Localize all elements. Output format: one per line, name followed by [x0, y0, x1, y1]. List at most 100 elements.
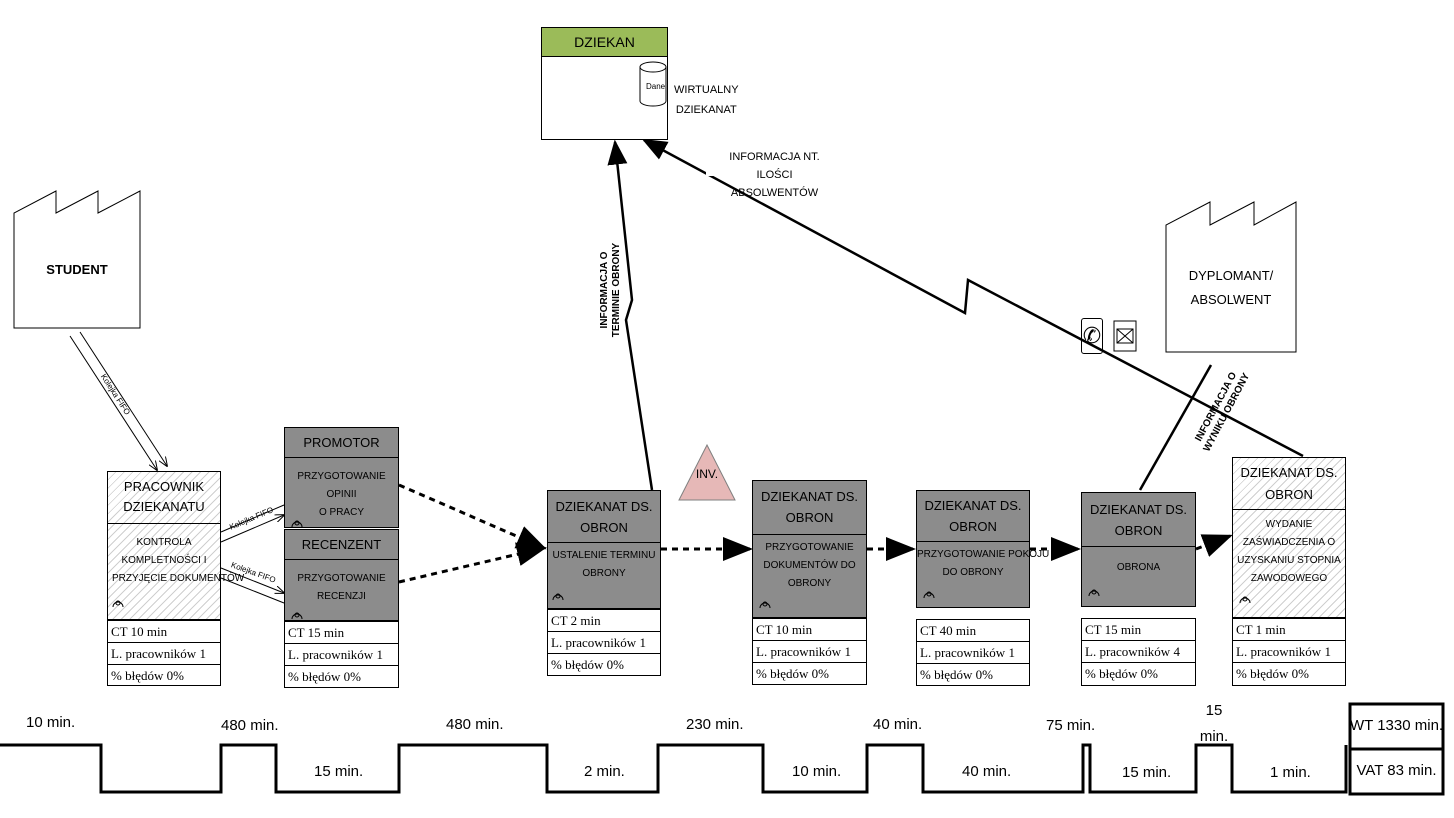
- timeline-wait-4: 230 min.: [686, 716, 744, 733]
- timeline-process-3: 10 min.: [792, 763, 842, 780]
- database-icon: [639, 61, 667, 107]
- process-6-body-line2: DO OBRONY: [942, 567, 1004, 578]
- process-8-workers: L. pracowników 1: [1233, 641, 1345, 663]
- process-5-body-line2: DOKUMENTÓW DO: [763, 560, 856, 571]
- process-7-data: CT 15 min L. pracowników 4 % błędów 0%: [1081, 618, 1196, 686]
- recenzent-header: RECENZENT: [285, 530, 398, 560]
- timeline-process-6: 1 min.: [1270, 764, 1311, 781]
- timeline-ladder: [0, 743, 1348, 794]
- process-6-workers: L. pracowników 1: [917, 642, 1029, 664]
- process-6-body-line1: PRZYGOTOWANIE POKOJU: [917, 549, 1050, 560]
- process-1-body-line3: PRZYJĘCIE DOKUMENTÓW: [112, 573, 245, 584]
- process-1-header-line2: DZIEKANATU: [123, 499, 205, 514]
- process-7-ct: CT 15 min: [1082, 619, 1195, 641]
- push-arrow-recenzent: [398, 542, 547, 584]
- timeline-wait-6: 75 min.: [1046, 717, 1096, 734]
- process-8-errors: % błędów 0%: [1236, 666, 1309, 681]
- phone-icon: ✆: [1081, 318, 1103, 354]
- process-box-6: DZIEKANAT DS. OBRON PRZYGOTOWANIE POKOJU…: [916, 490, 1050, 608]
- process-box-1: PRACOWNIK DZIEKANATU KONTROLA KOMPLETNOŚ…: [107, 471, 245, 620]
- graduate-label: DYPLOMANT/ ABSOLWENT: [1188, 268, 1274, 307]
- process-box-7: DZIEKANAT DS. OBRON OBRONA: [1081, 492, 1196, 607]
- process-1-data: CT 10 min L. pracowników 1 % błędów 0%: [107, 620, 221, 686]
- process-5-header-line1: DZIEKANAT DS.: [760, 489, 859, 504]
- process-1-errors: % błędów 0%: [111, 668, 184, 683]
- process-5-header-line2: OBRON: [785, 510, 834, 525]
- timeline-process-4: 40 min.: [962, 763, 1012, 780]
- student-factory-icon: [13, 190, 141, 329]
- timeline-wait-2: 480 min.: [221, 717, 279, 734]
- process-1-ct: CT 10 min: [108, 621, 220, 643]
- process-recenzent-data: CT 15 min L. pracowników 1 % błędów 0%: [284, 621, 399, 688]
- process-7-body-line1: OBRONA: [1116, 562, 1161, 573]
- info-flow-defense-result: [1138, 364, 1213, 491]
- inventory-triangle-icon: [678, 443, 736, 501]
- process-1-workers: L. pracowników 1: [108, 643, 220, 665]
- push-arrow-6: [1195, 534, 1233, 557]
- process-box-5: DZIEKANAT DS. OBRON PRZYGOTOWANIE DOKUME…: [752, 480, 867, 618]
- process-8-body-line4: ZAWODOWEGO: [1250, 573, 1328, 584]
- recenzent-ct: CT 15 min: [285, 622, 398, 644]
- process-4-body-line2: OBRONY: [582, 568, 626, 579]
- mail-icon: [1113, 320, 1137, 352]
- process-1-body-line1: KONTROLA: [136, 537, 192, 548]
- process-4-body-line1: USTALENIE TERMINU: [552, 550, 656, 561]
- process-8-header-line2: OBRON: [1265, 487, 1313, 502]
- timeline-process-2: 2 min.: [584, 763, 625, 780]
- process-4-workers: L. pracowników 1: [548, 632, 660, 654]
- process-5-data: CT 10 min L. pracowników 1 % błędów 0%: [752, 618, 867, 685]
- promotor-body-line1: PRZYGOTOWANIE OPINII: [297, 471, 386, 500]
- fifo-recenzent-arrow: [220, 567, 284, 604]
- process-7-header-line1: DZIEKANAT DS.: [1089, 502, 1188, 517]
- student-label: STUDENT: [46, 262, 108, 277]
- operator-icon: [1239, 596, 1251, 604]
- process-8-ct: CT 1 min: [1233, 619, 1345, 641]
- recenzent-body-line2: RECENZJI: [317, 591, 366, 602]
- process-7-header-line2: OBRON: [1114, 523, 1163, 538]
- vat-box: [1348, 747, 1445, 796]
- operator-icon: [759, 601, 771, 609]
- process-6-header-line2: OBRON: [949, 519, 997, 534]
- process-1-header-line1: PRACOWNIK: [123, 479, 205, 494]
- process-box-4: DZIEKANAT DS. OBRON USTALENIE TERMINU OB…: [547, 490, 661, 609]
- operator-icon: [552, 593, 564, 601]
- process-7-errors: % błędów 0%: [1085, 666, 1158, 681]
- process-4-header-line2: OBRON: [580, 520, 628, 535]
- process-4-header-line1: DZIEKANAT DS.: [555, 499, 653, 514]
- info-graduates-count-label: INFORMACJA NT. ILOŚCI ABSOLWENTÓW: [729, 151, 820, 199]
- process-6-header-line1: DZIEKANAT DS.: [924, 498, 1022, 513]
- timeline-process-5: 15 min.: [1122, 764, 1172, 781]
- graduate-factory-icon: [1165, 201, 1297, 353]
- timeline-wait-1: 10 min.: [26, 714, 76, 731]
- process-4-data: CT 2 min L. pracowników 1 % błędów 0%: [547, 609, 661, 676]
- process-6-errors: % błędów 0%: [920, 667, 993, 682]
- vat-total: VAT 83 min.: [1356, 762, 1437, 779]
- fifo-student-arrow: [69, 331, 167, 470]
- inventory-label: INV.: [695, 467, 719, 481]
- operator-icon: [1088, 589, 1100, 597]
- process-5-workers: L. pracowników 1: [753, 641, 866, 663]
- virtual-dean-label: WIRTUALNY DZIEKANAT: [674, 84, 739, 116]
- recenzent-workers: L. pracowników 1: [285, 644, 398, 666]
- fifo-promotor-arrow: [220, 504, 284, 543]
- recenzent-body-line1: PRZYGOTOWANIE: [297, 573, 386, 584]
- info-defense-term-label: INFORMACJA O TERMINIE OBRONY: [599, 242, 622, 338]
- process-8-body-line1: WYDANIE: [1265, 519, 1313, 530]
- dean-header: DZIEKAN: [542, 28, 667, 57]
- recenzent-errors: % błędów 0%: [288, 669, 361, 684]
- process-4-ct: CT 2 min: [548, 610, 660, 632]
- process-8-body-line3: UZYSKANIU STOPNIA: [1237, 555, 1341, 566]
- process-5-body-line1: PRZYGOTOWANIE: [765, 542, 854, 553]
- process-6-data: CT 40 min L. pracowników 1 % błędów 0%: [916, 619, 1030, 686]
- process-8-body-line2: ZAŚWIADCZENIA O: [1242, 537, 1336, 548]
- process-7-workers: L. pracowników 4: [1082, 641, 1195, 663]
- process-8-data: CT 1 min L. pracowników 1 % błędów 0%: [1232, 618, 1346, 686]
- process-box-recenzent: RECENZENT PRZYGOTOWANIE RECENZJI: [284, 529, 399, 621]
- info-flow-defense-term: [607, 139, 654, 491]
- timeline-process-1: 15 min.: [314, 763, 364, 780]
- process-box-promotor: PROMOTOR PRZYGOTOWANIE OPINII O PRACY: [284, 427, 399, 528]
- operator-icon: [923, 591, 935, 599]
- push-arrow-promotor: [398, 483, 547, 550]
- info-flow-graduates-count: [641, 138, 1304, 458]
